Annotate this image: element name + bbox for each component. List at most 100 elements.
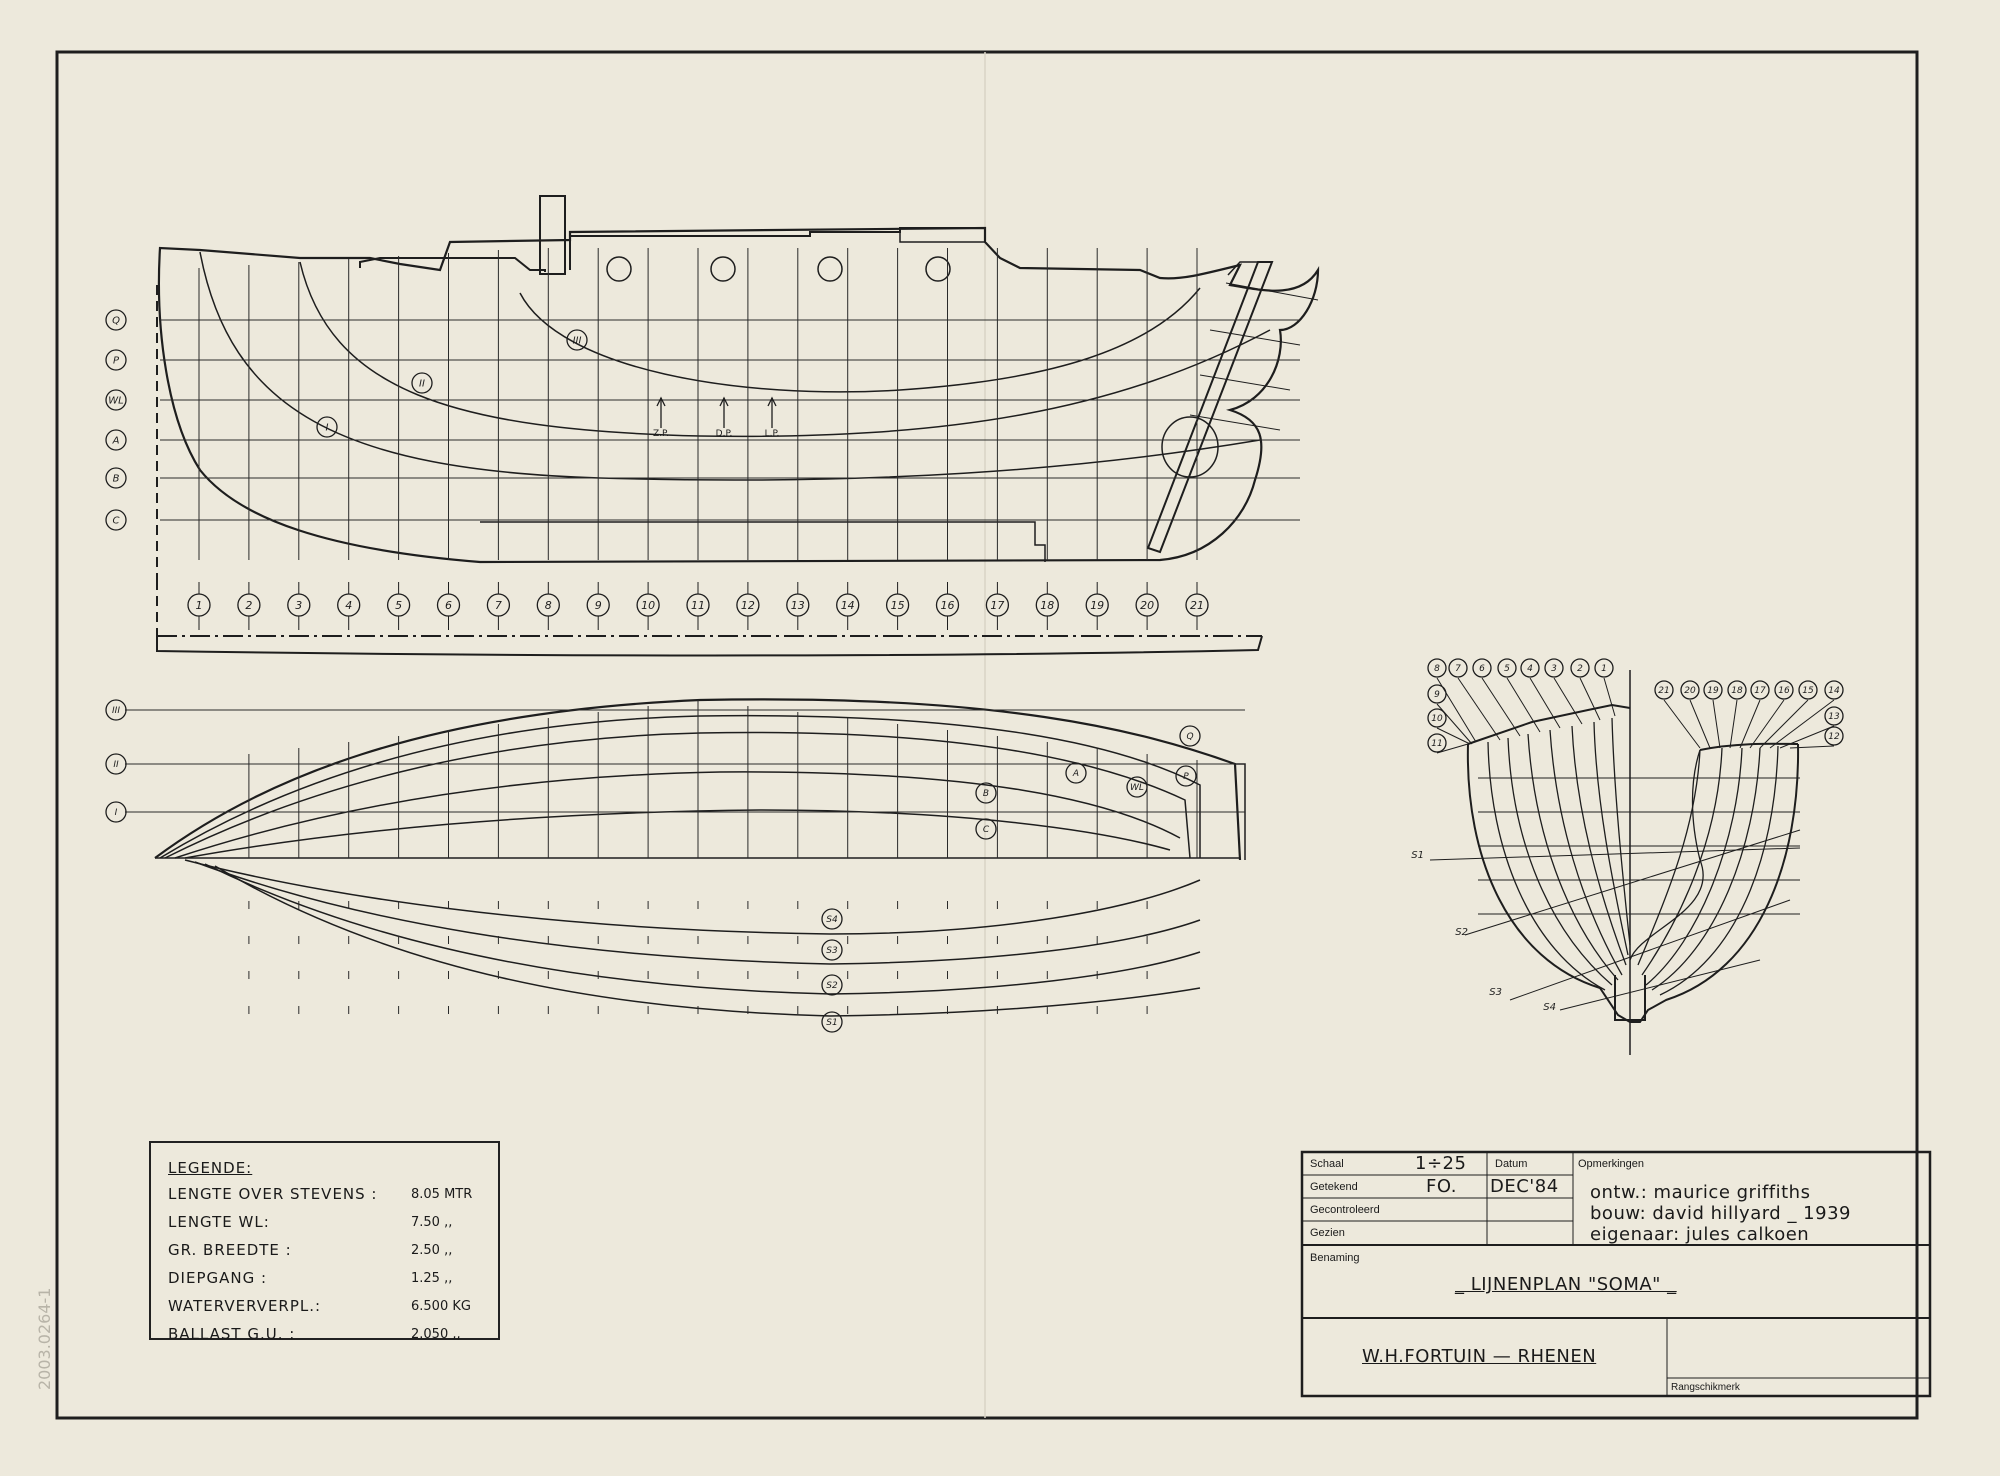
benaming-label: Benaming [1310,1252,1360,1264]
body-leader [1436,727,1471,745]
body-leader [1529,677,1561,729]
svg-text:10: 10 [1431,714,1443,724]
legend-row-label: LENGTE OVER STEVENS : [168,1185,378,1203]
buttock-label-I: I [316,416,338,438]
schaal-value: 1÷25 [1415,1153,1467,1174]
svg-text:21: 21 [1658,686,1669,696]
svg-text:6: 6 [1479,664,1485,674]
centre-marker: Z.P. [653,396,669,439]
waterline-marker-Q: Q [105,309,127,331]
station-number-2: 2 [237,593,261,617]
svg-text:10: 10 [641,599,655,612]
station-number-6: 6 [436,593,461,617]
svg-text:14: 14 [841,599,855,612]
half-breadth-plan [154,698,1246,1017]
diagonal-S3 [194,861,1201,965]
stern-sections [1189,282,1319,431]
svg-text:13: 13 [791,599,805,612]
rangschikmerk-label: Rangschikmerk [1671,1382,1740,1393]
svg-text:S3: S3 [826,946,838,956]
legend-row-label: BALLAST G.U. : [168,1325,296,1343]
body-leader [1481,677,1521,737]
body-station-left-5: 5 [1497,658,1517,678]
body-diagonal-label-S2: S2 [1455,927,1468,938]
svg-text:15: 15 [1802,686,1814,696]
svg-text:20: 20 [1140,599,1154,612]
opmerkingen-label: Opmerkingen [1578,1158,1645,1170]
svg-text:I: I [115,808,118,818]
svg-text:11: 11 [691,599,705,612]
body-station-right-16: 16 [1774,680,1794,700]
body-leader [1689,699,1711,749]
body-station-right-15: 15 [1798,680,1818,700]
svg-text:17: 17 [990,599,1004,612]
body-leader [1553,677,1583,725]
centre-marker: L.P. [765,396,779,439]
legend-row-label: GR. BREEDTE : [168,1241,292,1259]
hb-waterline-label-B: B [975,782,997,804]
datum-value: DEC'84 [1490,1176,1559,1197]
svg-text:S1: S1 [826,1018,837,1028]
station-number-4: 4 [337,593,361,617]
body-station-right-20: 20 [1680,680,1700,700]
body-diagonal-S3 [1509,899,1791,1001]
archive-stamp: 2003.0264-1 [35,1287,54,1390]
body-diagonal-S1 [1429,847,1801,861]
svg-text:7: 7 [495,599,502,612]
sheet-border [55,50,1919,1420]
body-leader [1457,677,1501,741]
body-station-left-3: 3 [1544,658,1564,678]
waterline-marker-B: B [105,467,127,489]
hb-buttock-marker-I: I [105,801,127,823]
svg-text:S2: S2 [826,981,838,991]
buttock-label-III: III [566,329,588,351]
getekend-label: Getekend [1310,1181,1358,1193]
svg-text:18: 18 [1040,599,1054,612]
body-station-right-12: 12 [1824,726,1844,746]
hb-waterline-label-C: C [975,818,997,840]
buttock-line-III [519,287,1201,393]
station-number-12: 12 [736,593,760,617]
legend-row-value: 8.05 MTR [411,1187,473,1202]
legend-row-label: WATERVERVERPL.: [168,1297,322,1315]
keel-box [1614,975,1646,1021]
waterline-C [184,809,1171,859]
body-diagonal-label-S4: S4 [1543,1002,1556,1013]
station-number-18: 18 [1035,593,1059,617]
gezien-label: Gezien [1310,1227,1345,1239]
station-number-11: 11 [686,593,710,617]
svg-text:2: 2 [245,599,252,612]
porthole [710,256,736,282]
bowsprit [1227,261,1258,276]
legend-row-value: 2.50 ,, [411,1243,453,1258]
svg-text:D.P.: D.P. [716,429,733,439]
body-leader [1769,699,1835,749]
waterline-marker-WL: WL [105,389,127,411]
section-outline-left [1466,743,1631,1023]
body-leader [1579,677,1601,721]
station-number-13: 13 [786,593,810,617]
diagonal-S2 [204,863,1201,995]
svg-text:3: 3 [295,599,302,612]
hb-diagonal-label-S2: S2 [821,974,843,996]
body-leader [1436,743,1469,754]
cabin-trunk [359,227,986,272]
body-station-left-10: 10 [1427,708,1447,728]
svg-text:B: B [983,789,989,799]
waterline-marker-C: C [105,509,127,531]
deck-inner [159,714,1201,859]
station-number-8: 8 [536,593,560,617]
svg-text:C: C [983,825,990,835]
svg-text:II: II [419,379,425,390]
centre-marker: D.P. [716,396,733,439]
hb-buttock-marker-III: III [105,699,127,721]
station-number-9: 9 [586,593,610,617]
svg-text:A: A [1072,769,1079,779]
svg-text:16: 16 [941,599,955,612]
station-number-10: 10 [636,593,660,617]
remark-designer: ontw.: maurice griffiths [1590,1182,1811,1203]
legend-row-value: 6.500 KG [411,1299,471,1314]
legend-row-label: DIEPGANG : [168,1269,268,1287]
